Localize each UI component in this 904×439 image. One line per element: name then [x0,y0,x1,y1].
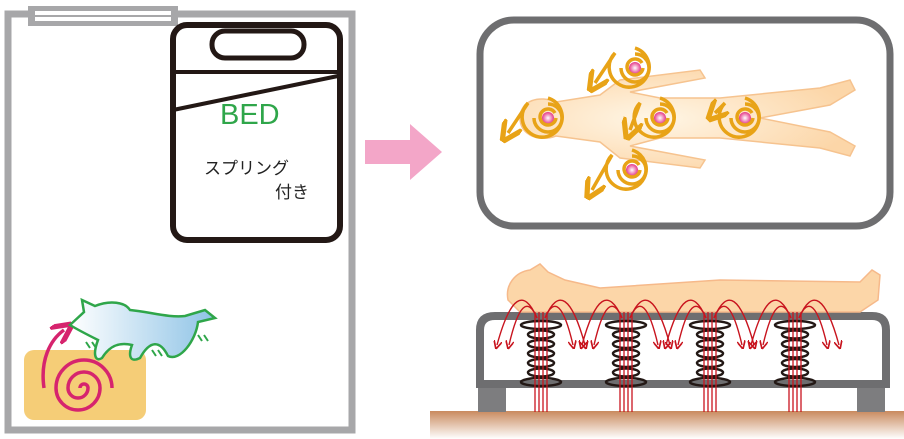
window-icon [28,6,178,26]
spring-coil [780,329,810,340]
spring-coil [526,357,556,369]
bed-note-spring: スプリング [204,159,289,179]
spring-coil [519,376,563,388]
spring-coil [611,329,641,340]
spring-coil [611,357,641,369]
spring-coil [780,338,810,350]
spring-coil [695,338,725,350]
spring-coil [688,376,732,388]
spring-coil [780,357,810,369]
spring-coil [611,348,641,359]
spring-coil [604,319,648,331]
field-arc [678,305,707,345]
energy-spirals [508,46,761,190]
spring-bed-cross-section [430,263,904,439]
spring-coil [695,329,725,340]
field-arc [594,305,623,345]
spring-coil [773,319,817,331]
spring-coil [695,367,725,378]
spring-coil [611,338,641,350]
floor [430,411,904,439]
spring-coil [611,367,641,378]
spring-coil [780,348,810,359]
spring-coil [695,357,725,369]
field-lines [497,299,839,412]
spring-coil [519,319,563,331]
field-arc [544,305,573,345]
field-arc [798,305,827,345]
spring-coil [695,348,725,359]
dog-icon [67,297,218,361]
room-floorplan [4,6,356,434]
bed-label: BED [220,99,280,131]
spring-coil [604,376,648,388]
spring-coil [526,338,556,350]
arrow-right-icon [365,124,442,180]
bed-note-attached: 付き [275,183,309,203]
spring-coil [688,319,732,331]
field-arc [763,305,792,345]
coil-springs [519,319,817,388]
spring-coil [526,348,556,359]
spring-coil [526,367,556,378]
lying-person-icon [506,263,881,313]
spring-coil [526,329,556,340]
field-arc [713,305,742,345]
field-arc [629,305,658,345]
field-arc [509,305,538,345]
spring-coil [780,367,810,378]
rug-icon [24,330,146,420]
body-energy-panel [476,16,894,230]
spring-coil [773,376,817,388]
bed-icon [170,22,343,243]
